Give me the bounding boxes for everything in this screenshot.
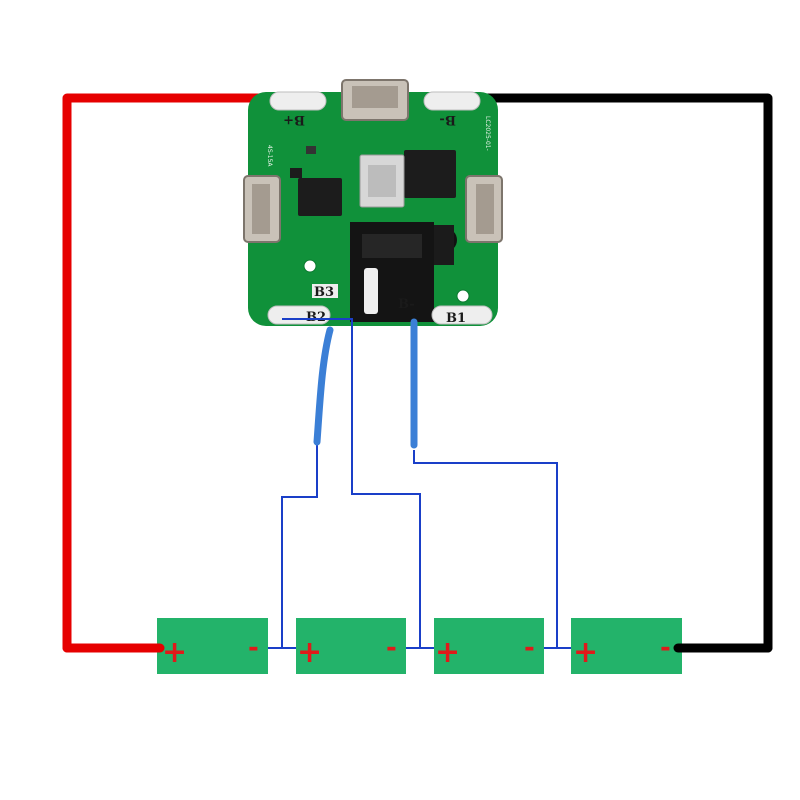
- balance-wire-b1: [413, 450, 558, 648]
- cell-positive-sign: +: [297, 635, 322, 670]
- battery-cell: + -: [434, 618, 544, 674]
- b3-label: B3: [314, 285, 334, 300]
- silkscreen-left: 4S-15A: [266, 145, 273, 167]
- led: [306, 146, 316, 154]
- b2-label: B2: [306, 310, 326, 325]
- cell-negative-sign: -: [660, 633, 671, 663]
- balance-wire-b3: [281, 440, 318, 648]
- battery-cell: + -: [296, 618, 406, 674]
- cell-positive-sign: +: [162, 635, 187, 670]
- mosfet-chip: [404, 150, 456, 198]
- battery-cell: + -: [157, 618, 268, 674]
- cell-negative-sign: -: [386, 633, 397, 663]
- b1-pad: [431, 305, 493, 325]
- balance-wire-b2: [282, 318, 421, 648]
- negative-main-wire: [477, 93, 773, 653]
- b1-label: B1: [446, 311, 466, 326]
- b-plus-label: B+: [283, 112, 305, 127]
- cell-positive-sign: +: [573, 635, 598, 670]
- b-plus-pad: [269, 91, 327, 111]
- cell-negative-sign: -: [524, 633, 535, 663]
- positive-main-wire: [62, 93, 277, 653]
- cell-positive-sign: +: [435, 635, 460, 670]
- control-ic: [298, 178, 342, 216]
- battery-cell: + -: [571, 618, 682, 674]
- silkscreen-right: LC2025-01-: [484, 116, 491, 151]
- b-minus-small-label: B-: [398, 297, 415, 312]
- small-ic: [290, 168, 302, 178]
- cell-negative-sign: -: [248, 633, 259, 663]
- b-minus-label: B-: [439, 112, 456, 127]
- b-minus-pad: [423, 91, 481, 111]
- insulated-lead-left: [313, 326, 334, 446]
- bms-board: B+ B- B3 B2 B1 B- 4S-15A LC2025-01-: [243, 79, 503, 326]
